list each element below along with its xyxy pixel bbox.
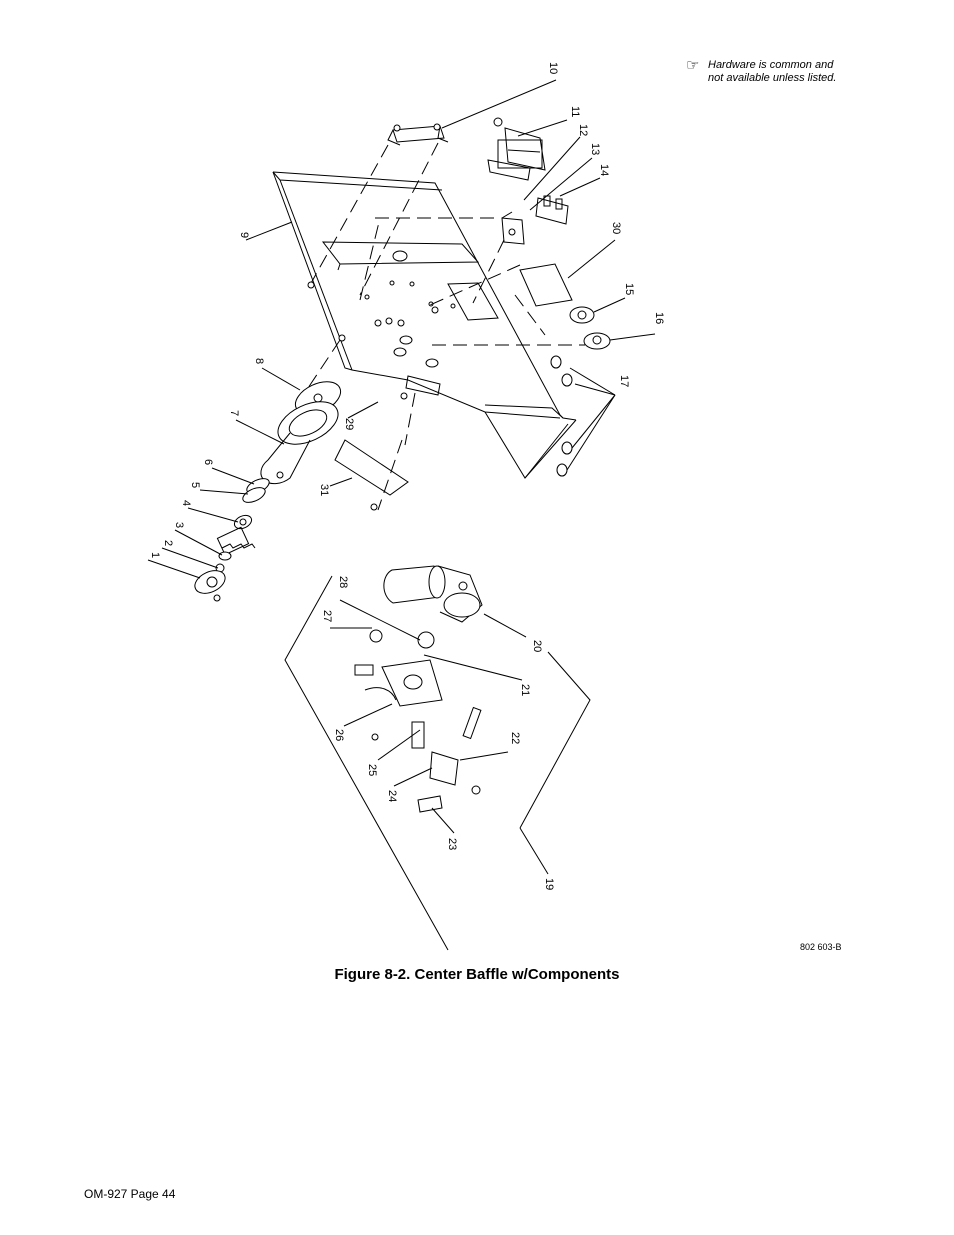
- callout-labels: 1 2 3 4 5 6 7 8 9 10 11 12 13 14 30 15 1…: [149, 62, 665, 890]
- callout-17: 17: [618, 375, 630, 387]
- leader-lines: [147, 79, 656, 875]
- hardware-screws: [307, 281, 439, 511]
- receptacle-15-part: [569, 306, 595, 324]
- callout-25: 25: [366, 764, 378, 776]
- callout-14: 14: [598, 164, 610, 176]
- receptacle-16-part: [583, 332, 611, 350]
- callout-23: 23: [446, 838, 458, 850]
- callout-31: 31: [318, 484, 330, 496]
- center-baffle-panel: [272, 171, 577, 479]
- spool-hub-assembly: [194, 381, 409, 602]
- callout-19: 19: [543, 878, 555, 890]
- callout-22: 22: [509, 732, 521, 744]
- drive-housing-part: [354, 629, 443, 741]
- terminal-block-part: [535, 195, 569, 225]
- figure-caption: Figure 8-2. Center Baffle w/Components: [334, 966, 620, 983]
- callout-20: 20: [531, 640, 543, 652]
- callout-29: 29: [343, 418, 355, 430]
- contactor-part: [487, 117, 546, 181]
- drive-motor-part: [383, 565, 483, 649]
- relay-part: [501, 211, 525, 245]
- callout-8: 8: [253, 358, 265, 364]
- callout-6: 6: [202, 459, 214, 465]
- bracket-part: [387, 123, 449, 146]
- callout-30: 30: [610, 222, 622, 234]
- drive-assembly-outline: [284, 575, 591, 951]
- cover-plate-part: [519, 263, 573, 307]
- callout-7: 7: [228, 410, 240, 416]
- callout-27: 27: [321, 610, 333, 622]
- pointing-hand-icon: ☞: [686, 57, 700, 74]
- drawing-number: 802 603-B: [800, 942, 842, 952]
- callout-2: 2: [162, 540, 174, 546]
- callout-10: 10: [547, 62, 559, 74]
- callout-12: 12: [577, 124, 589, 136]
- page-footer: OM-927 Page 44: [84, 1187, 176, 1201]
- callout-26: 26: [333, 729, 345, 741]
- callout-21: 21: [519, 684, 531, 696]
- terminal-lugs-part: [550, 355, 573, 477]
- callout-11: 11: [569, 106, 581, 117]
- drive-roll-assembly: [411, 706, 482, 813]
- callout-4: 4: [180, 500, 192, 506]
- callout-5: 5: [189, 482, 201, 488]
- callout-28: 28: [337, 576, 349, 588]
- assembly-dashed-lines: [299, 142, 585, 511]
- hardware-note-line-1: Hardware is common and: [708, 59, 834, 71]
- callout-13: 13: [589, 143, 601, 155]
- callout-3: 3: [173, 522, 185, 528]
- callout-1: 1: [149, 552, 161, 558]
- callout-24: 24: [386, 790, 398, 802]
- callout-9: 9: [238, 232, 250, 238]
- hardware-note-line-2: not available unless listed.: [708, 72, 837, 84]
- callout-15: 15: [623, 283, 635, 295]
- callout-16: 16: [653, 312, 665, 324]
